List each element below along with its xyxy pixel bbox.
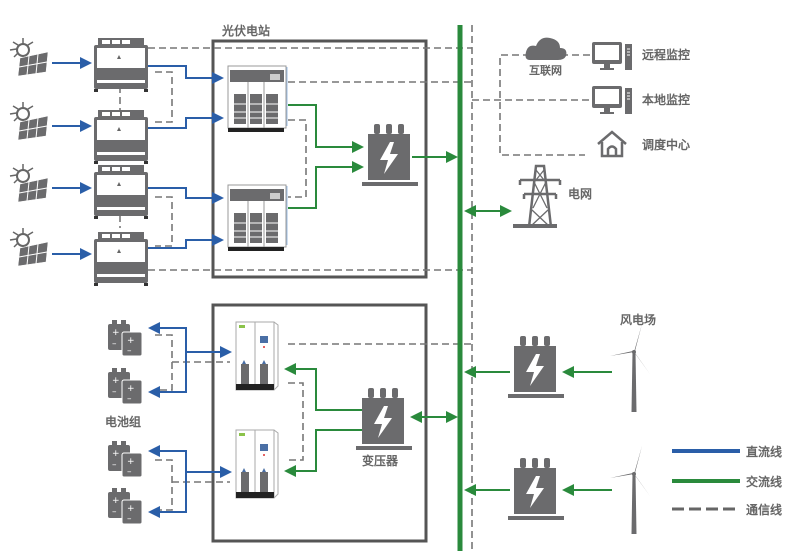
storage-converter-icon bbox=[235, 321, 279, 391]
central-inverter-icon bbox=[227, 184, 288, 252]
legend-comm-label: 通信线 bbox=[746, 502, 782, 517]
local-monitor-label: 本地监控 bbox=[642, 92, 690, 107]
dc-lines bbox=[52, 57, 232, 518]
transformer-icon bbox=[356, 388, 412, 450]
battery-icon bbox=[107, 319, 143, 357]
transformer-label: 变压器 bbox=[362, 453, 399, 468]
pv-station-frame bbox=[211, 39, 428, 279]
central-inverter-icon bbox=[227, 65, 288, 133]
battery-icon bbox=[107, 487, 143, 525]
transformer-icon bbox=[508, 458, 564, 520]
transformer-icon bbox=[508, 336, 564, 398]
battery-icon bbox=[107, 440, 143, 478]
inverter-icon bbox=[94, 165, 148, 219]
solar-panel-icon bbox=[9, 37, 49, 77]
wind-turbine-icon bbox=[610, 324, 650, 412]
grid-label: 电网 bbox=[568, 186, 592, 201]
storage-frame bbox=[211, 303, 428, 543]
ac-lines bbox=[284, 104, 612, 496]
computer-icon bbox=[591, 85, 633, 115]
solar-panel-icon bbox=[9, 101, 49, 141]
inverter-icon bbox=[94, 38, 148, 92]
house-icon bbox=[597, 130, 627, 158]
wind-turbine-icon bbox=[610, 446, 650, 534]
internet-label: 互联网 bbox=[529, 63, 562, 77]
battery-group-label: 电池组 bbox=[105, 414, 141, 429]
cloud-icon bbox=[525, 37, 567, 60]
pv-station-label: 光伏电站 bbox=[221, 23, 270, 38]
transformer-icon bbox=[362, 124, 418, 186]
comm-lines bbox=[119, 25, 590, 551]
computer-icon bbox=[591, 41, 633, 71]
legend-dc-label: 直流线 bbox=[746, 444, 782, 459]
remote-monitor-label: 远程监控 bbox=[642, 47, 690, 62]
wind-farm-label: 风电场 bbox=[620, 312, 656, 327]
solar-panel-icon bbox=[9, 227, 49, 267]
power-tower-icon bbox=[513, 164, 562, 228]
inverter-icon bbox=[94, 110, 148, 164]
legend-ac-label: 交流线 bbox=[746, 474, 782, 489]
solar-panel-icon bbox=[9, 163, 49, 203]
inverter-icon bbox=[94, 232, 148, 286]
storage-converter-icon bbox=[235, 429, 279, 499]
dispatch-center-label: 调度中心 bbox=[642, 137, 690, 152]
battery-icon bbox=[107, 367, 143, 405]
